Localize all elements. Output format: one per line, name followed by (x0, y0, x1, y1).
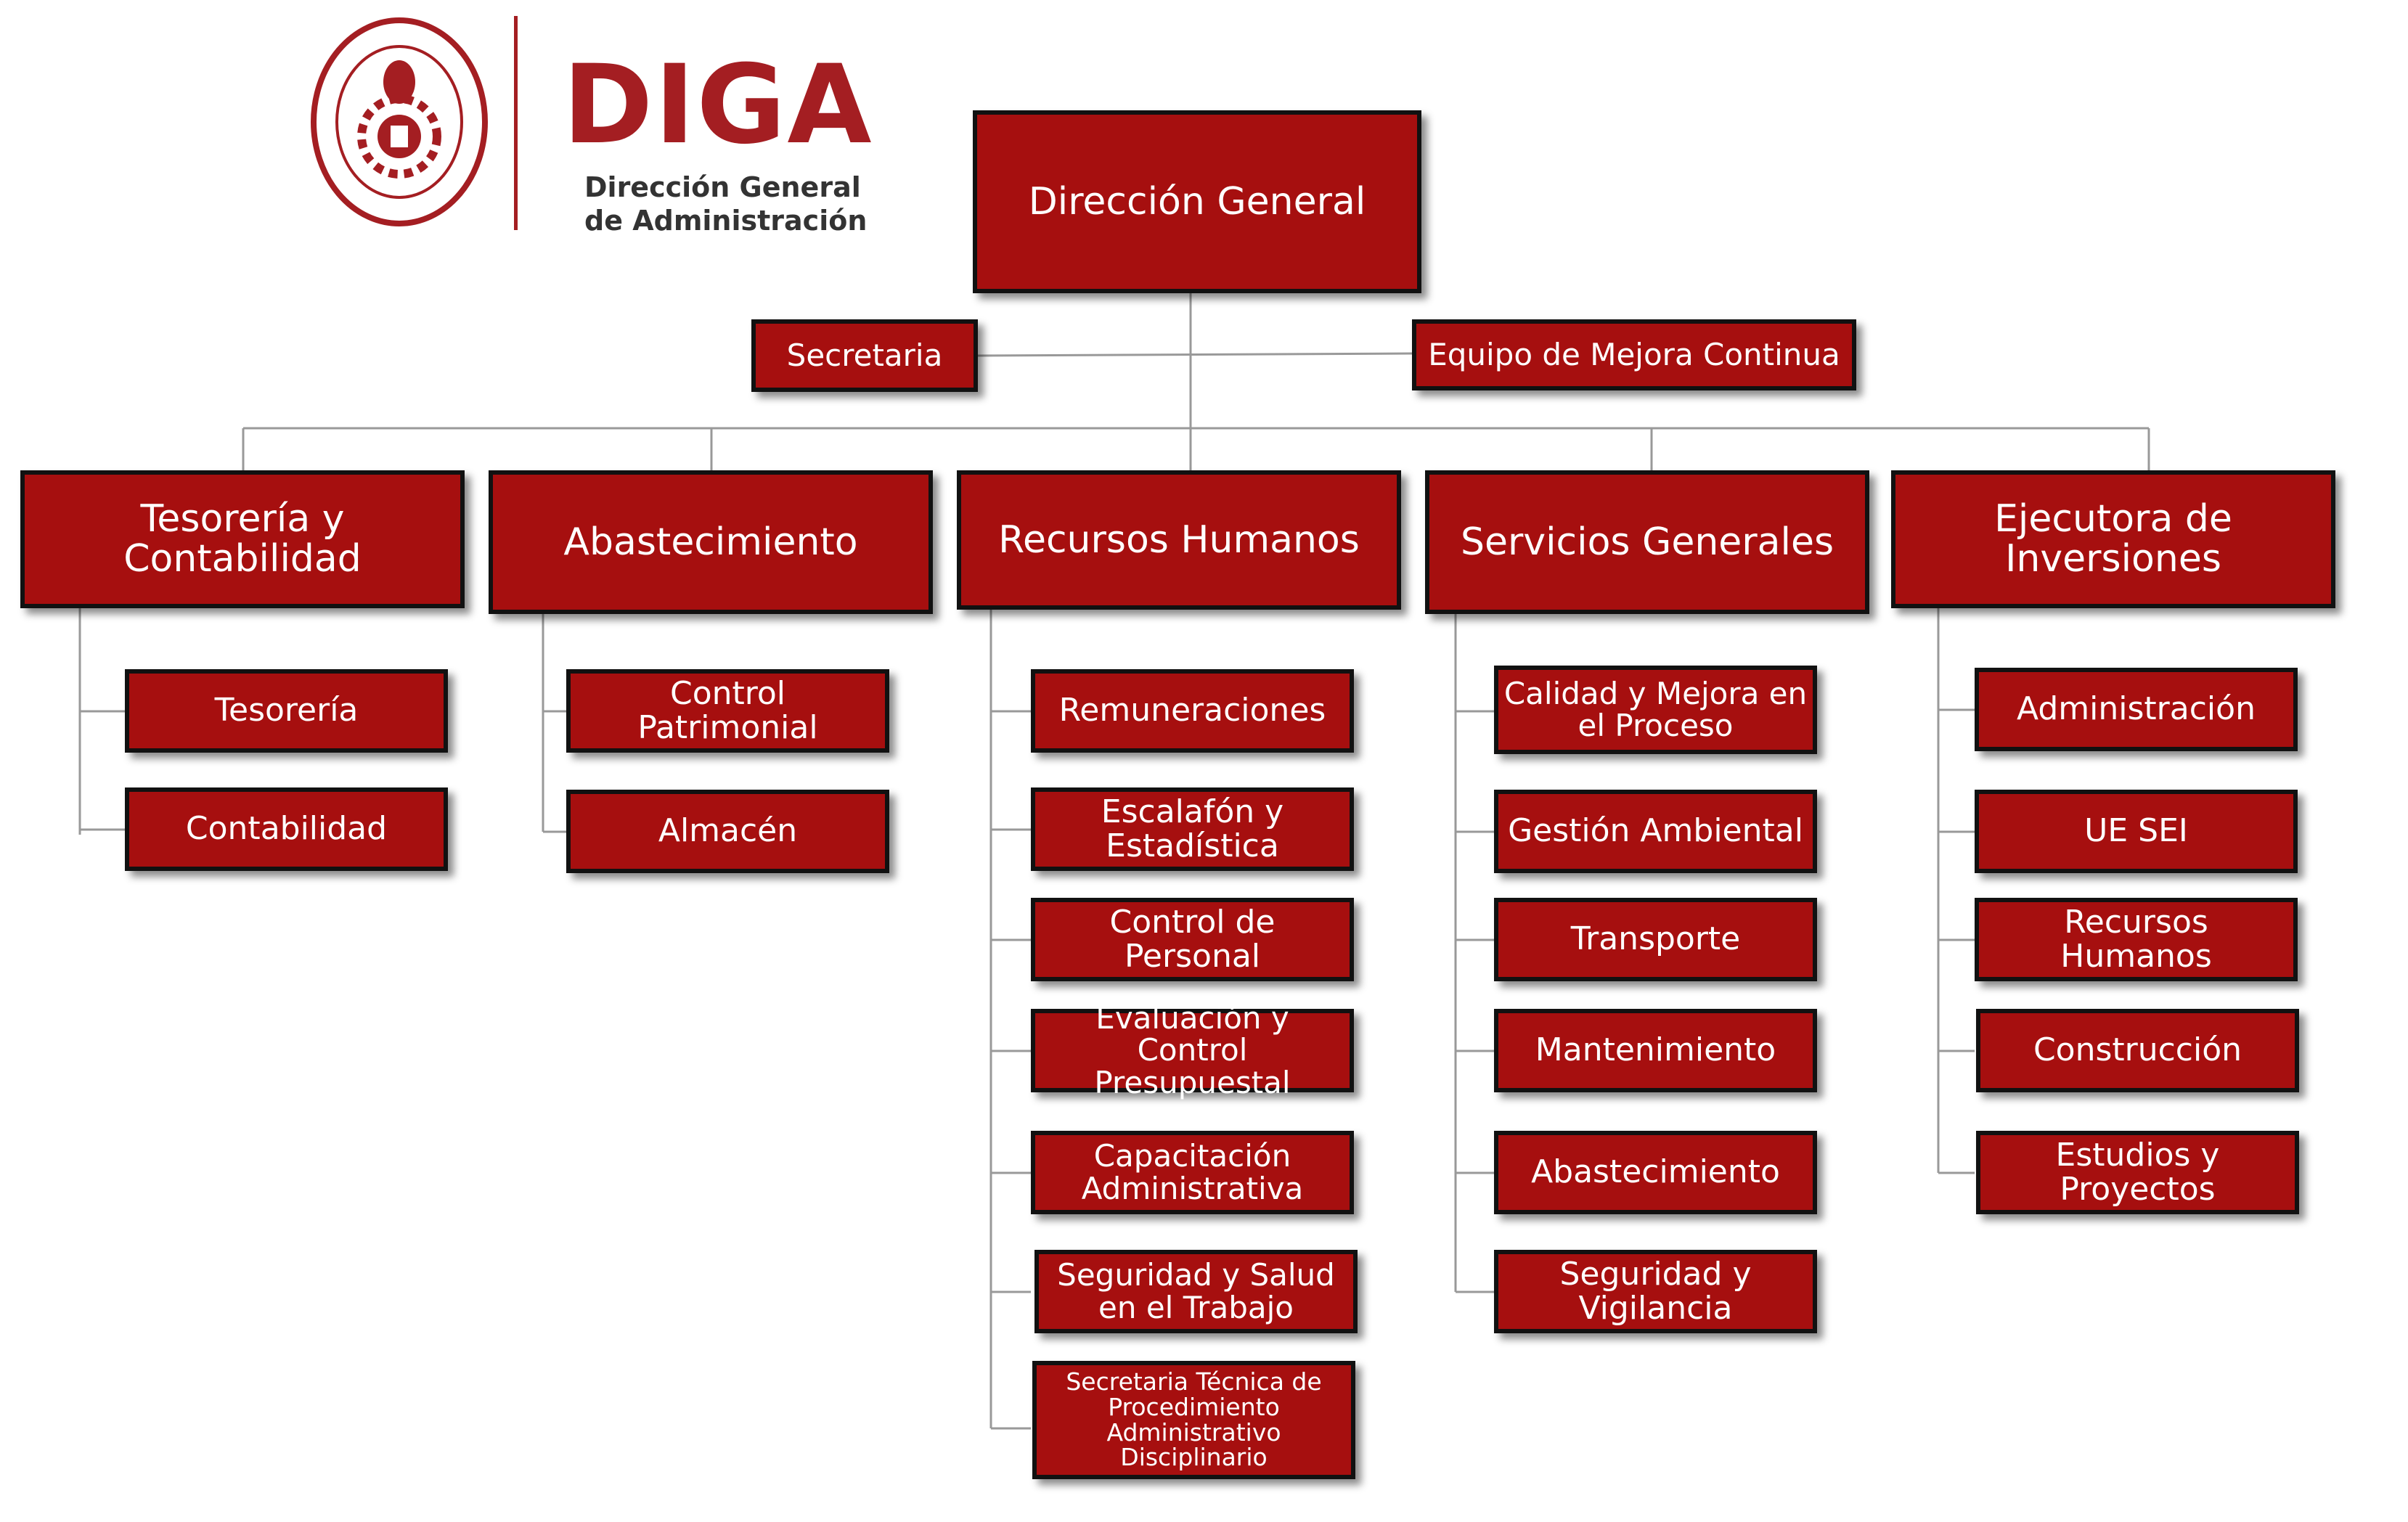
logo-divider (514, 16, 518, 230)
dept-tesoreria-contabilidad: Tesorería y Contabilidad (20, 470, 465, 608)
unit-remuneraciones: Remuneraciones (1031, 669, 1354, 753)
unit-evaluacion-control-presupuestal: Evaluación y Control Presupuestal (1031, 1002, 1354, 1098)
unit-calidad-mejora-proceso: Calidad y Mejora en el Proceso (1494, 666, 1817, 754)
unit-almacen: Almacén (566, 790, 889, 873)
unit-construccion: Construcción (1976, 1009, 2299, 1092)
direccion-general-box: Dirección General (973, 110, 1421, 293)
dept-servicios-generales: Servicios Generales (1425, 470, 1869, 614)
unit-seguridad-salud-trabajo: Seguridad y Salud en el Trabajo (1034, 1250, 1358, 1333)
unit-abastecimiento-sg: Abastecimiento (1494, 1131, 1817, 1214)
unit-contabilidad: Contabilidad (125, 787, 448, 871)
unit-seguridad-vigilancia: Seguridad y Vigilancia (1494, 1250, 1817, 1333)
dept-ejecutora-inversiones: Ejecutora de Inversiones (1891, 470, 2335, 608)
unit-estudios-proyectos: Estudios y Proyectos (1976, 1131, 2299, 1214)
unit-administracion: Administración (1975, 668, 2298, 751)
staff-branch-line (977, 352, 1413, 357)
unit-gestion-ambiental: Gestión Ambiental (1494, 790, 1817, 873)
unit-control-personal: Control de Personal (1031, 898, 1354, 981)
dept-recursos-humanos: Recursos Humanos (957, 470, 1401, 610)
logo-subtitle-line2: de Administración (584, 205, 868, 237)
unit-capacitacion-administrativa: Capacitación Administrativa (1031, 1131, 1354, 1214)
unit-transporte: Transporte (1494, 898, 1817, 981)
diga-acronym: DIGA (563, 42, 873, 168)
unit-tesoreria: Tesorería (125, 669, 448, 753)
unit-escalafon-estadistica: Escalafón y Estadística (1031, 787, 1354, 871)
unit-recursos-humanos-ei: Recursos Humanos (1975, 898, 2298, 981)
logo-subtitle-line1: Dirección General (584, 171, 861, 203)
dept-abastecimiento: Abastecimiento (489, 470, 933, 614)
unit-secretaria-tecnica-pad: Secretaria Técnica de Procedimiento Admi… (1032, 1361, 1355, 1479)
university-seal-logo (311, 17, 488, 226)
unit-ue-sei: UE SEI (1975, 790, 2298, 873)
unit-mantenimiento: Mantenimiento (1494, 1009, 1817, 1092)
equipo-mejora-box: Equipo de Mejora Continua (1412, 319, 1856, 390)
secretaria-box: Secretaria (751, 319, 978, 392)
unit-control-patrimonial: Control Patrimonial (566, 669, 889, 753)
